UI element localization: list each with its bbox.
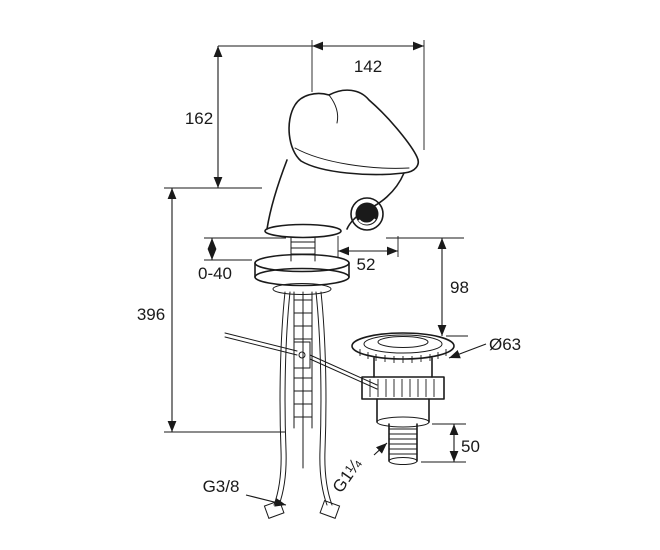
drain-body-bottom — [376, 416, 430, 428]
dim-142-label: 142 — [354, 57, 382, 76]
dimension-0-40: 0-40 — [198, 237, 286, 283]
thread-g38-label: G3/8 — [203, 477, 240, 496]
label-g114: G1¼ — [329, 442, 388, 497]
dimension-142: 142 — [311, 40, 425, 150]
dim-dia-63-label: Ø63 — [489, 335, 521, 354]
tailpipe-bottom — [388, 457, 418, 465]
faucet-base — [264, 223, 342, 239]
drain-flange-inner — [363, 334, 443, 354]
mounting-shank — [254, 236, 350, 469]
aerator-highlight — [358, 218, 376, 225]
hose-fitting-right — [319, 499, 341, 519]
label-g38: G3/8 — [203, 477, 287, 507]
escutcheon-bottom — [254, 267, 350, 287]
drain-plug — [377, 336, 429, 348]
body-left-edge — [266, 159, 288, 230]
handle-front-edge — [328, 94, 339, 124]
dimension-52: 52 — [337, 236, 399, 274]
dimension-396: 396 — [137, 187, 285, 433]
handle-lower-contour — [294, 147, 410, 169]
thread-g114-label: G1¼ — [329, 455, 366, 497]
dimension-dia-63: Ø63 — [448, 335, 521, 359]
dim-162-label: 162 — [185, 109, 213, 128]
dim-98-label: 98 — [450, 278, 469, 297]
aerator-icon — [355, 202, 379, 226]
drain-assembly — [351, 332, 455, 465]
faucet-body-drawing — [264, 89, 420, 239]
dimension-162: 162 — [185, 45, 312, 189]
dimension-50: 50 — [421, 423, 480, 463]
dim-52-label: 52 — [357, 255, 376, 274]
dimension-98: 98 — [386, 237, 469, 337]
faucet-handle — [288, 89, 420, 176]
drain-lock-nut — [361, 376, 445, 400]
clamp-screw — [298, 351, 306, 359]
supply-hoses — [263, 291, 341, 519]
dim-0-40-label: 0-40 — [198, 264, 232, 283]
tailpipe-thread-hatching — [389, 428, 417, 455]
dim-396-label: 396 — [137, 305, 165, 324]
hose-fitting-left — [263, 499, 285, 519]
pop-up-linkage — [224, 332, 378, 390]
nut-knurl-hatching — [369, 379, 435, 397]
dim-50-label: 50 — [461, 437, 480, 456]
lower-collar — [272, 283, 332, 295]
aerator-ring — [350, 197, 384, 231]
flange-knurl-hatching — [359, 349, 447, 363]
